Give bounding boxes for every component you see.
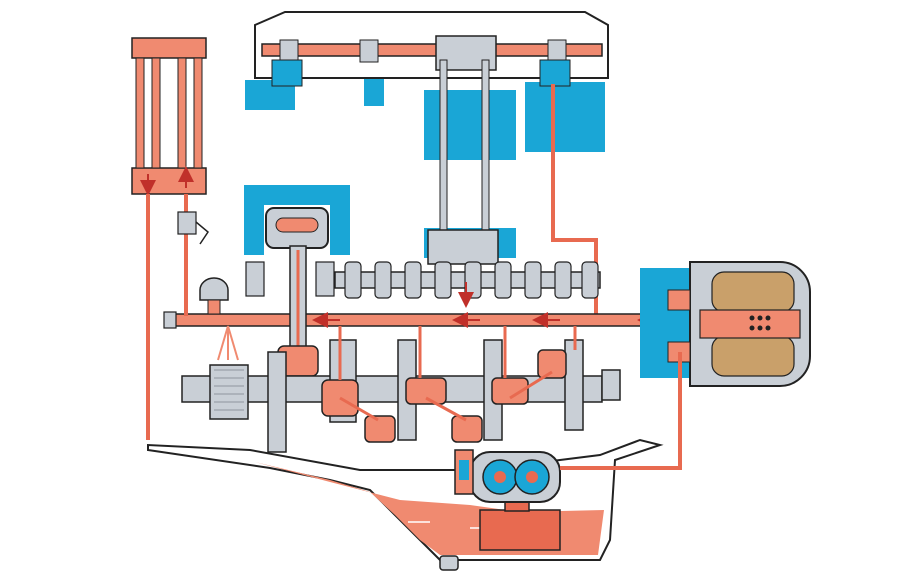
oil-cooler xyxy=(131,37,207,195)
timing-gear xyxy=(209,364,249,420)
cooler-valve xyxy=(177,211,209,245)
pressure-relief-valve xyxy=(454,449,474,495)
main-oil-gallery xyxy=(171,313,693,327)
gallery-bearings xyxy=(245,261,335,297)
piston xyxy=(265,207,329,377)
push-rods xyxy=(427,59,499,265)
spray-jet xyxy=(217,325,239,361)
drain-plug xyxy=(439,555,459,571)
oil-pump xyxy=(469,451,561,503)
oil-sump xyxy=(147,438,664,561)
pressure-sensor xyxy=(199,277,229,315)
rocker-shaft xyxy=(254,11,609,87)
crank-oil-passages xyxy=(338,326,577,422)
oil-filter xyxy=(640,261,811,387)
pump-to-filter-line xyxy=(560,352,682,470)
gallery-end-plug xyxy=(163,311,177,329)
crankshaft xyxy=(181,339,621,453)
camshaft xyxy=(334,261,601,299)
